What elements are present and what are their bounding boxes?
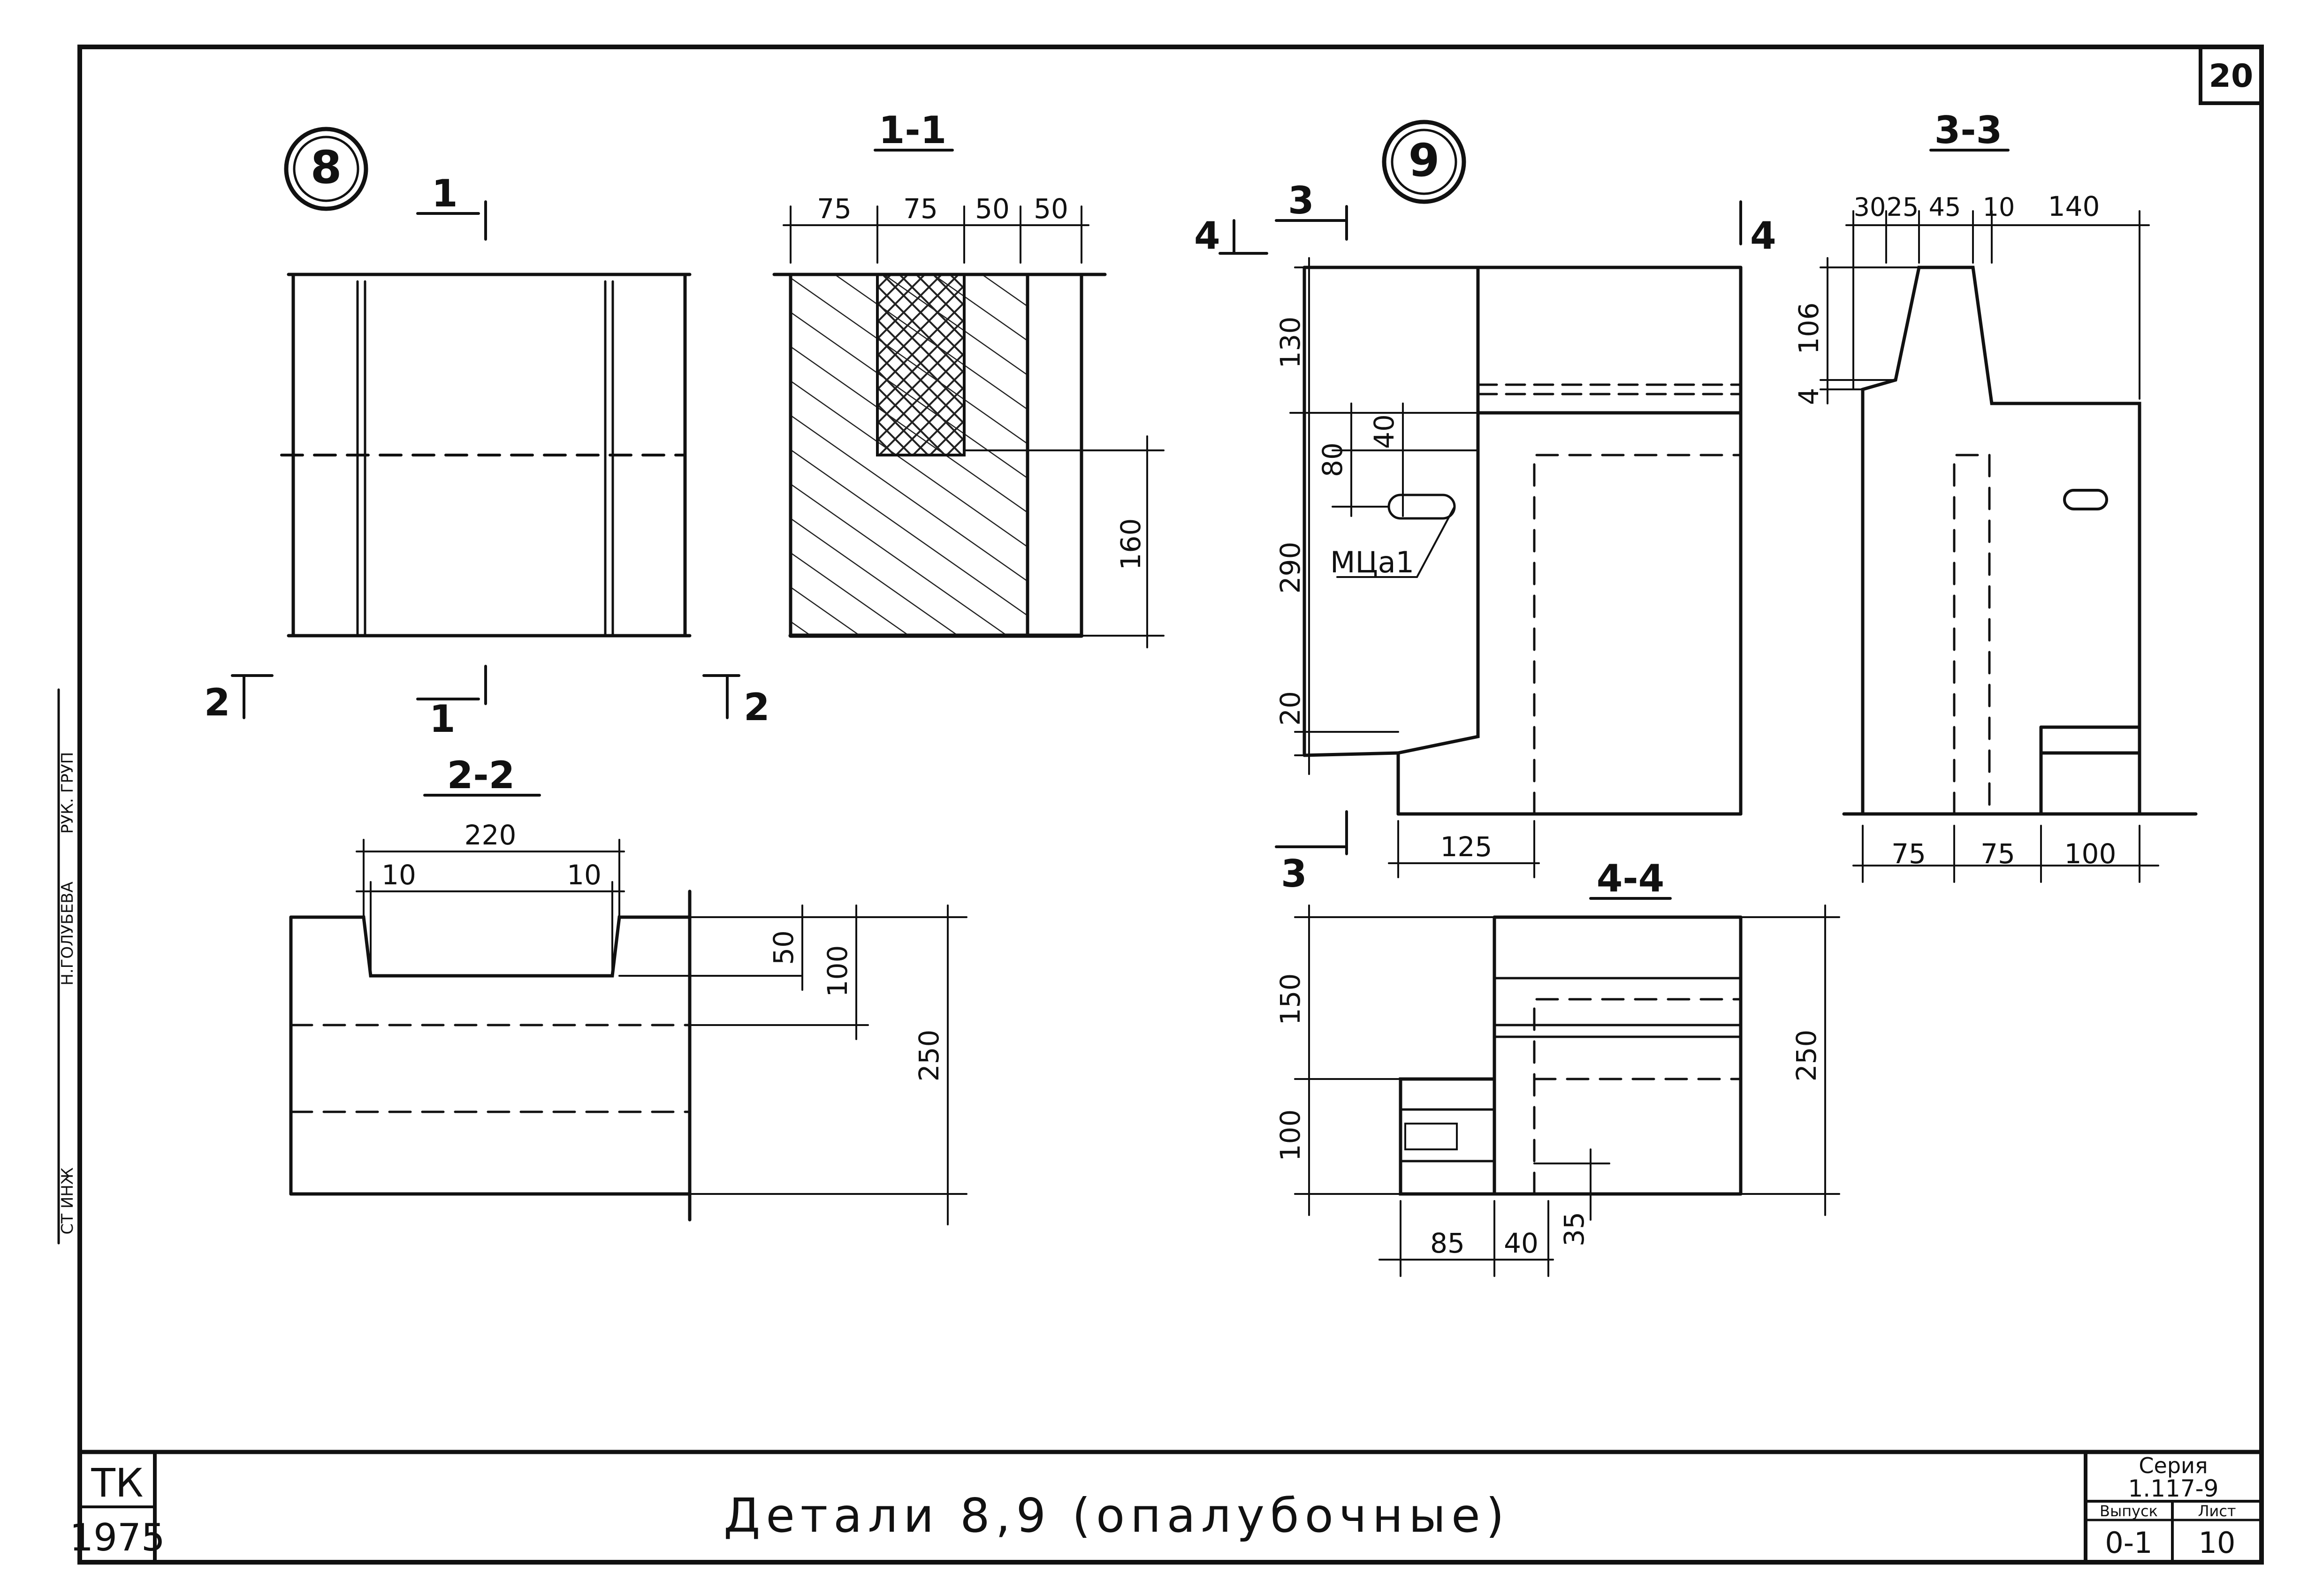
dim-s33-106: 106 (1793, 303, 1825, 355)
section-mark-2-right: 2 (744, 685, 770, 729)
dim-d9-130: 130 (1274, 317, 1306, 369)
detail-8-circle (284, 127, 368, 211)
detail-8-number: 8 (311, 141, 342, 194)
dim-s44-100: 100 (1274, 1110, 1306, 1162)
dim-s33-4: 4 (1793, 388, 1825, 405)
dim-s44-35: 35 (1558, 1212, 1590, 1246)
section-mark-3-bottom: 3 (1281, 852, 1307, 896)
section-mark-4-left: 4 (1194, 214, 1220, 258)
section-mark-4-right: 4 (1750, 214, 1776, 258)
dim-s11-75a: 75 (817, 193, 852, 225)
dim-d9-80: 80 (1317, 442, 1348, 477)
dim-s33-100: 100 (2064, 838, 2117, 870)
dim-s44-40: 40 (1504, 1227, 1538, 1259)
dim-d9-290: 290 (1274, 542, 1306, 594)
section-mark-3-top: 3 (1288, 179, 1314, 222)
side-strip-role-2: РУК. ГРУП (58, 752, 77, 834)
dim-s11-75b: 75 (903, 193, 938, 225)
dim-s22-50: 50 (768, 930, 800, 965)
sheet-label: Лист (2198, 1502, 2236, 1520)
issue-value: 0-1 (2105, 1526, 2152, 1560)
issue-label: Выпуск (2100, 1502, 2158, 1520)
dim-s33-75b: 75 (1980, 838, 2015, 870)
stamp-org: ТК (91, 1460, 144, 1506)
dim-d9-40: 40 (1368, 414, 1400, 449)
section-2-2 (289, 794, 967, 1225)
dim-s33-30: 30 (1854, 192, 1886, 222)
dim-d9-125: 125 (1440, 831, 1493, 863)
dim-s33-25: 25 (1887, 192, 1919, 222)
dim-s22-100: 100 (822, 945, 853, 997)
dim-s33-75a: 75 (1891, 838, 1926, 870)
dim-s33-140: 140 (2048, 190, 2100, 222)
dim-s44-85: 85 (1430, 1227, 1465, 1259)
section-3-3-title: 3-3 (1934, 108, 2003, 152)
detail-9-elevation (1219, 200, 1743, 878)
section-2-2-title: 2-2 (447, 753, 515, 797)
section-marks-8 (231, 200, 740, 719)
sheet-title: Детали 8,9 (опалубочные) (724, 1488, 1509, 1543)
sheet-no-value: 10 (2199, 1526, 2236, 1560)
section-1-1 (772, 149, 1165, 648)
dim-s44-250: 250 (1790, 1030, 1822, 1082)
side-strip-role-1: СТ ИНЖ (58, 1168, 77, 1235)
section-4-4-title: 4-4 (1597, 857, 1665, 900)
section-mark-1-bottom: 1 (429, 697, 456, 741)
dim-s33-10: 10 (1983, 192, 2015, 222)
detail-9-number: 9 (1409, 134, 1440, 187)
side-strip-name: Н.ГОЛУБЕВА (58, 882, 77, 986)
dim-s22-250: 250 (913, 1030, 945, 1082)
series-label: Серия (2139, 1453, 2208, 1478)
section-1-1-title: 1-1 (879, 108, 947, 152)
dim-s33-45: 45 (1929, 192, 1961, 222)
section-mark-2-left: 2 (204, 681, 230, 724)
page-number: 20 (2209, 58, 2254, 95)
dim-s11-50b: 50 (1034, 193, 1068, 225)
dim-s22-220: 220 (465, 819, 517, 851)
dim-s11-160: 160 (1115, 518, 1147, 570)
dim-s11-50a: 50 (975, 193, 1010, 225)
section-3-3 (1820, 149, 2198, 883)
series-value: 1.117-9 (2128, 1475, 2219, 1502)
dim-s22-10a: 10 (381, 859, 416, 891)
dim-s22-10b: 10 (567, 859, 602, 891)
dim-s44-150: 150 (1274, 973, 1306, 1026)
detail-9-circle (1382, 120, 1466, 204)
detail-8-elevation (280, 273, 692, 638)
page-number-box (2199, 45, 2263, 105)
dim-d9-20: 20 (1274, 691, 1306, 726)
section-4-4 (1294, 897, 1840, 1277)
stamp-year: 1975 (69, 1516, 165, 1559)
embedded-part-label: МЦа1 (1330, 545, 1414, 579)
section-mark-1-top: 1 (432, 172, 458, 215)
